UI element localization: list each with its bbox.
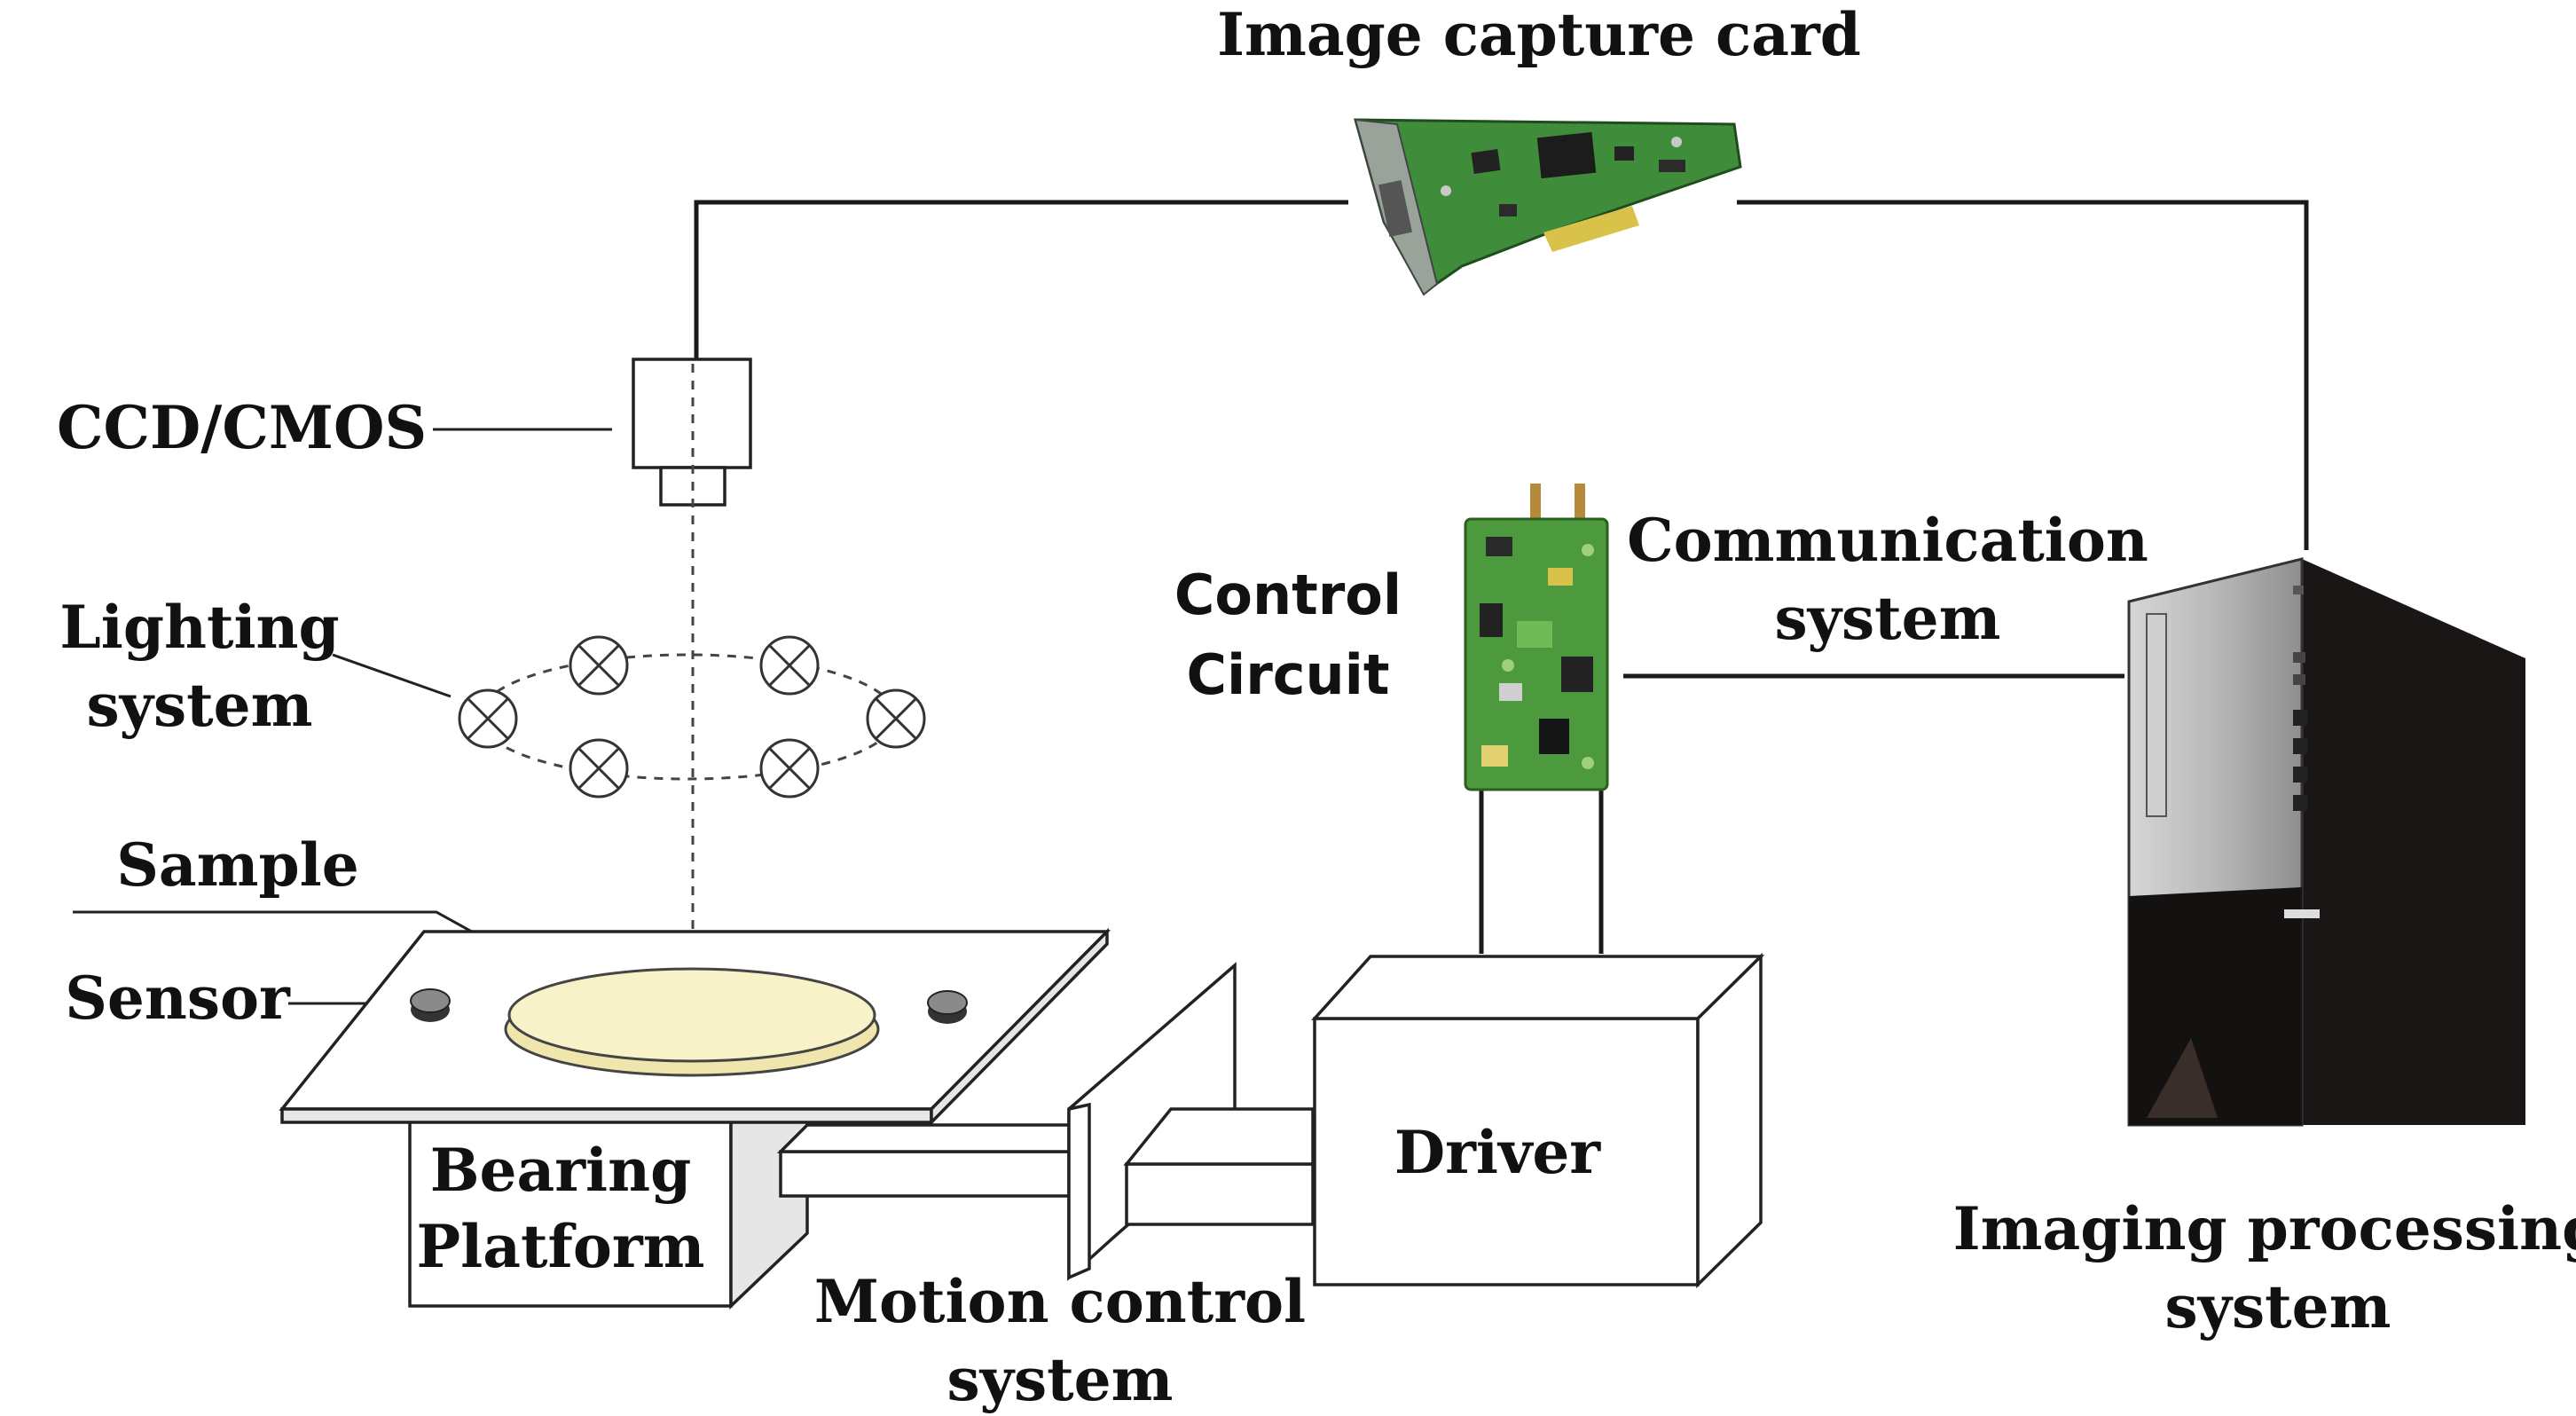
pci-card-icon [1354, 118, 1742, 296]
lamp-cross-icon [759, 635, 820, 696]
label-bearing-line1: Bearing [430, 1136, 692, 1205]
label-motion-line1: Motion control [814, 1267, 1306, 1336]
label-bearing-line2: Platform [417, 1212, 705, 1281]
circuit-board-icon [1464, 484, 1609, 791]
motion-linkage [776, 962, 1315, 1281]
sensor-right [927, 990, 968, 1024]
leader-lighting [332, 653, 452, 698]
label-comm-line2: system [1775, 584, 2001, 653]
connection-wires [73, 200, 2309, 1006]
label-comm-line1: Communication [1627, 506, 2148, 575]
label-imaging-line1: Imaging processing [1953, 1194, 2576, 1263]
label-motion-line2: system [947, 1345, 1174, 1414]
label-camera: CCD/CMOS [57, 393, 427, 462]
lamp-cross-icon [866, 688, 926, 749]
label-lighting-line2: system [87, 671, 313, 740]
label-capture-card: Image capture card [1217, 0, 1861, 69]
lamp-cross-icon [759, 738, 820, 798]
label-sensor: Sensor [65, 964, 291, 1033]
wire-camera-to-card [694, 200, 1348, 413]
lamp-cross-icon [569, 738, 629, 798]
label-lighting-line1: Lighting [59, 593, 339, 662]
label-driver: Driver [1394, 1118, 1601, 1187]
label-sample: Sample [116, 830, 358, 900]
label-imaging-line2: system [2165, 1272, 2391, 1341]
lamp-cross-icon [458, 688, 518, 749]
driver-box [1311, 952, 1765, 1289]
label-control-line2: Circuit [1186, 642, 1389, 707]
sensor-left [410, 988, 451, 1022]
sample-disk [504, 967, 880, 1077]
lamp-cross-icon [569, 635, 629, 696]
pc-tower-icon [2127, 557, 2525, 1127]
lighting-ring [458, 635, 926, 798]
label-control-line1: Control [1174, 562, 1402, 627]
wire-card-to-computer [1737, 200, 2309, 550]
